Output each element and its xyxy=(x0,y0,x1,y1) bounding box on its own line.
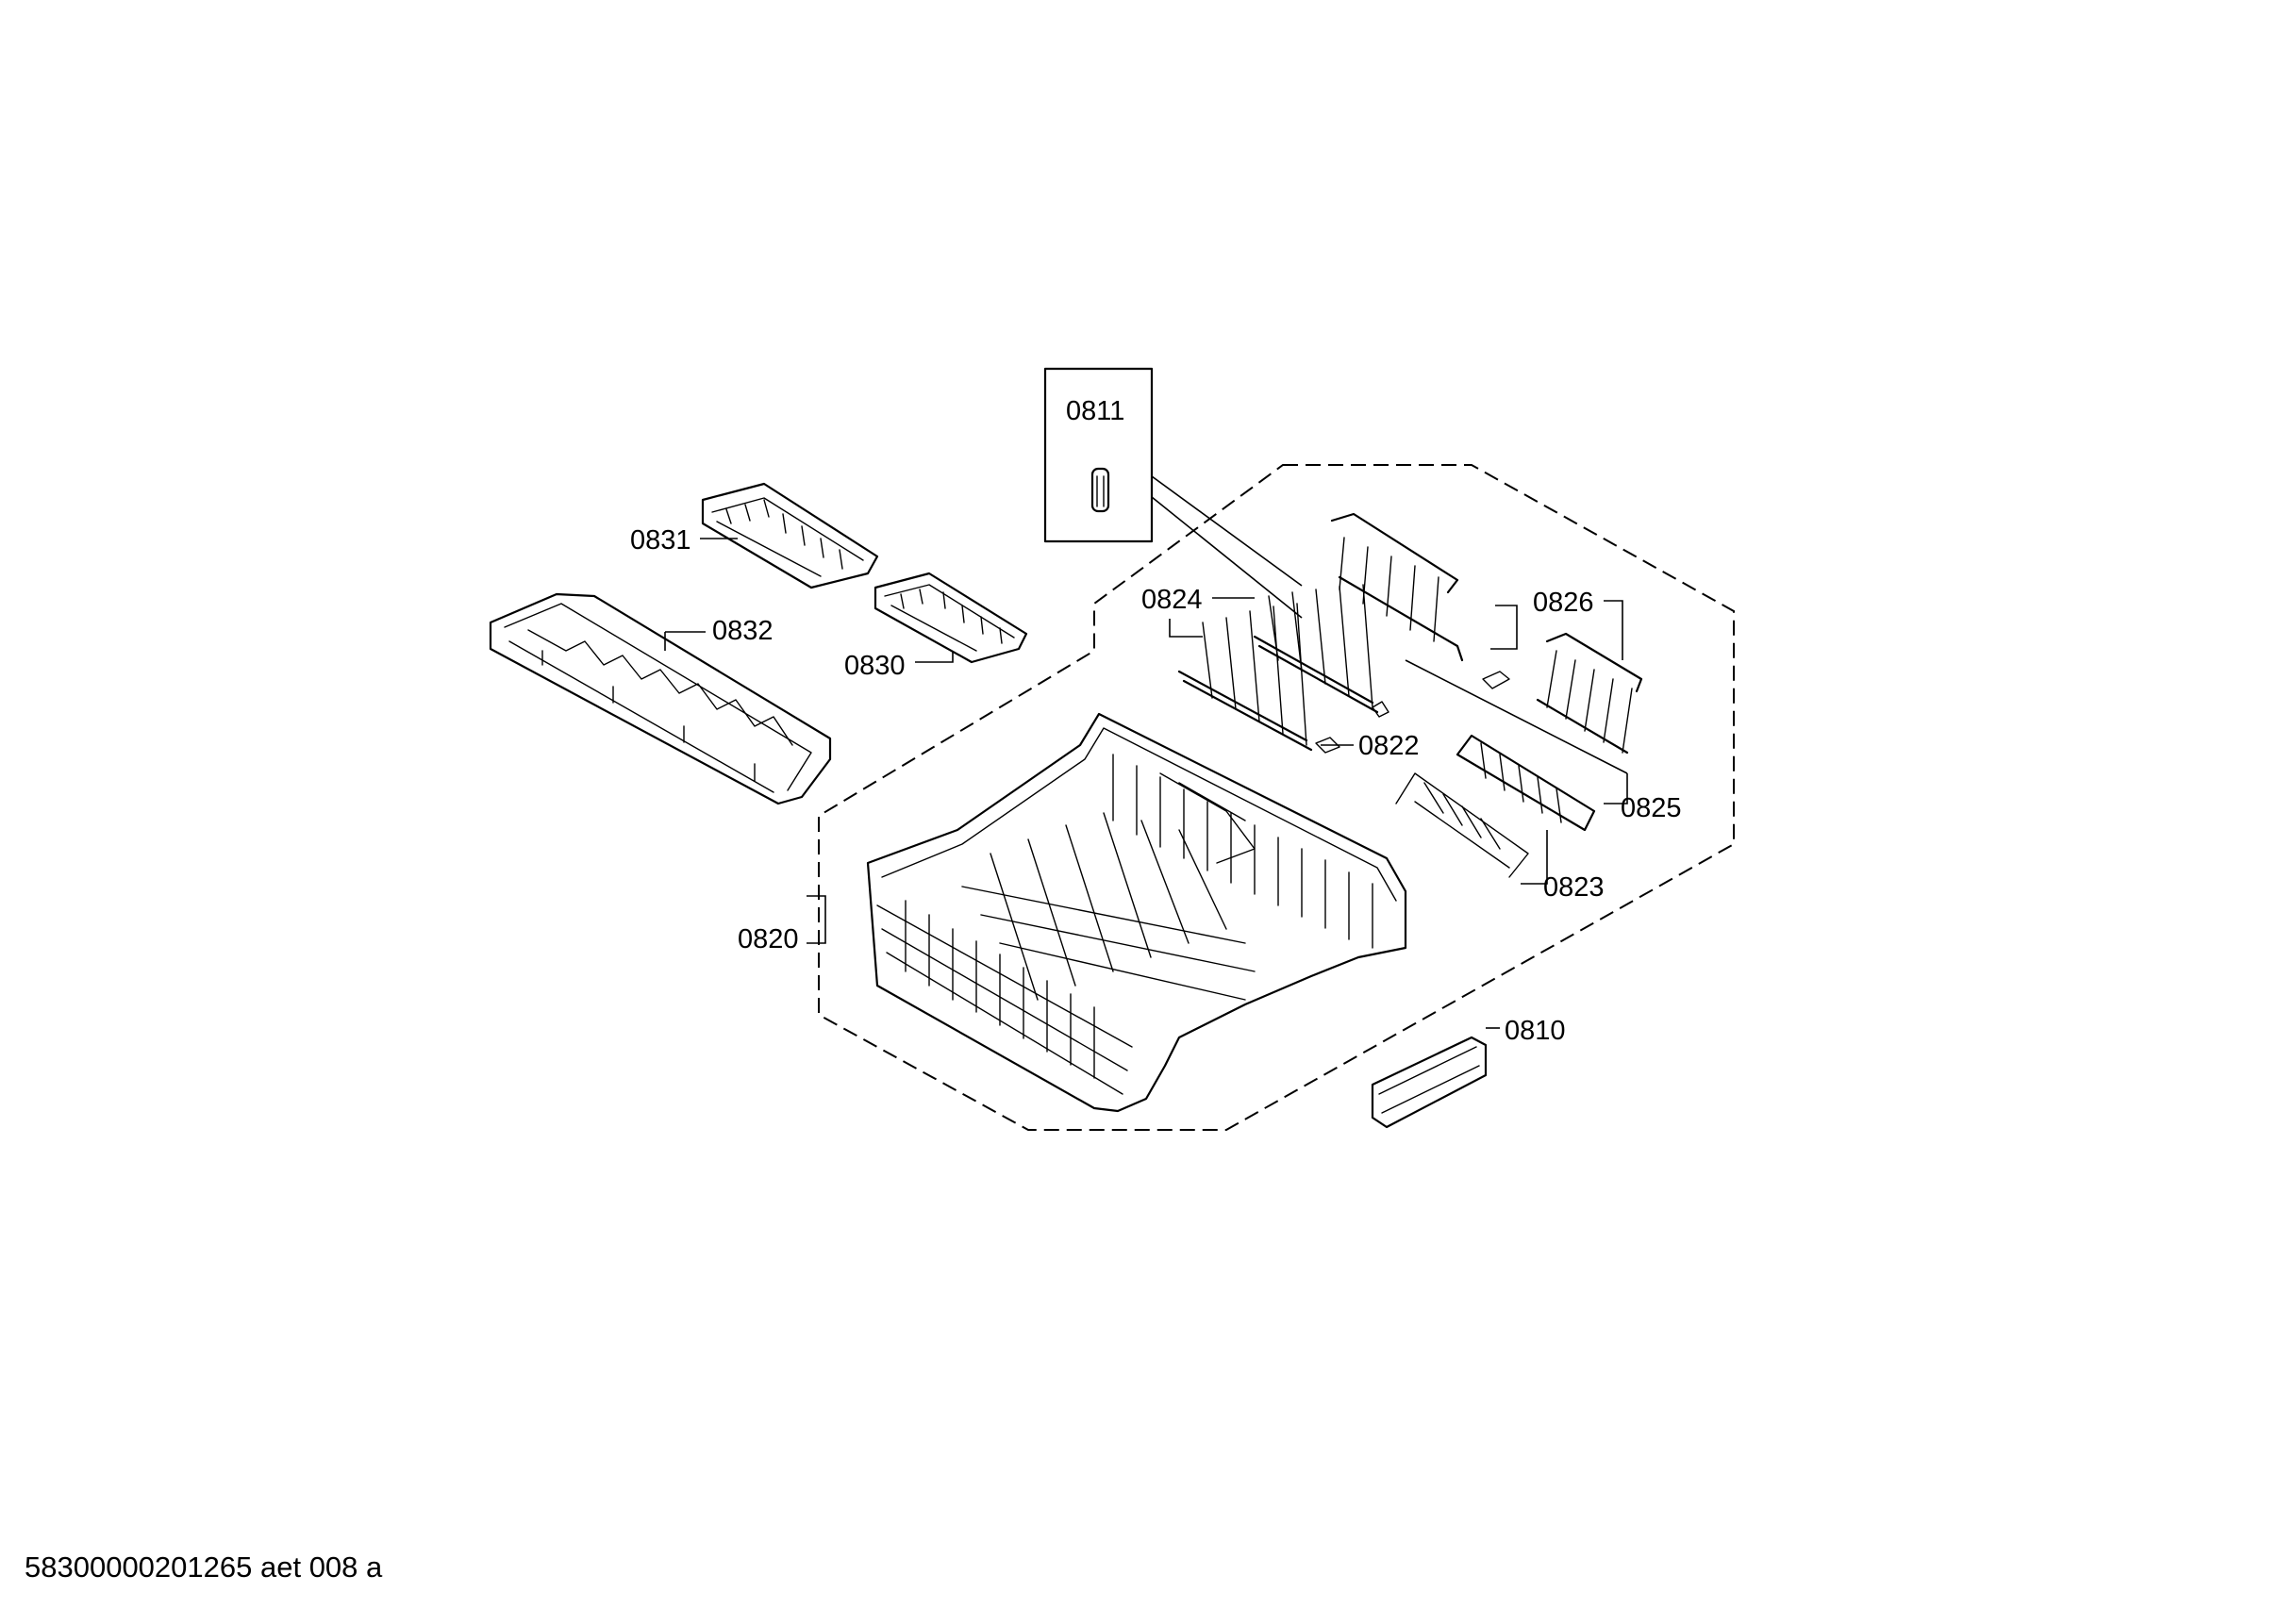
label-0826: 0826 xyxy=(1533,588,1594,618)
label-0830: 0830 xyxy=(844,651,906,681)
label-0820: 0820 xyxy=(738,924,799,954)
part-0822-clips xyxy=(1315,701,1389,754)
label-0832: 0832 xyxy=(712,616,774,646)
label-0823: 0823 xyxy=(1543,872,1605,903)
label-0822: 0822 xyxy=(1358,731,1420,761)
leader-lines xyxy=(664,538,1628,1029)
document-id: 58300000201265 aet 008 a xyxy=(25,1551,383,1584)
assembly-group-outline xyxy=(818,464,1735,1131)
label-0824: 0824 xyxy=(1141,585,1203,615)
label-0825: 0825 xyxy=(1621,793,1682,823)
part-0831-insert xyxy=(701,482,879,589)
part-0811-detail xyxy=(1043,367,1303,619)
part-0820-basket xyxy=(866,712,1407,1113)
part-0810-handle xyxy=(1371,1036,1488,1129)
part-0832-cutlery-tray xyxy=(489,592,832,805)
label-0810: 0810 xyxy=(1505,1016,1566,1046)
part-0823-rack xyxy=(1395,734,1596,878)
part-0830-insert xyxy=(873,572,1028,664)
label-0811: 0811 xyxy=(1066,396,1124,426)
part-0826-racks xyxy=(1330,512,1643,755)
part-0824-rack xyxy=(1177,584,1379,752)
label-0831: 0831 xyxy=(630,525,691,556)
